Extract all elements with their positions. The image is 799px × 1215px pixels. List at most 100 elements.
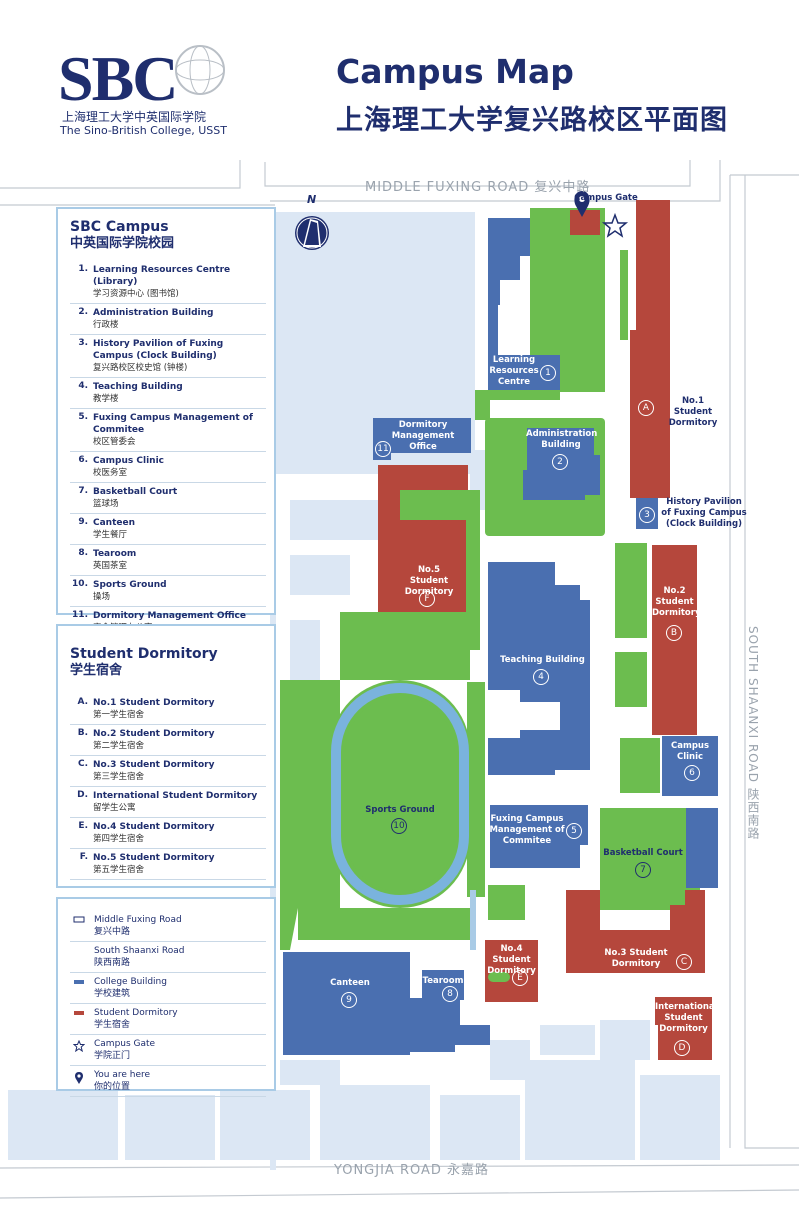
label-dorm-office: Dormitory Management Office — [391, 420, 455, 452]
item-label-cn: 教学楼 — [93, 394, 119, 404]
road-icon — [70, 914, 88, 938]
block — [125, 1095, 215, 1160]
item-text: Middle Fuxing Road 复兴中路 — [88, 914, 182, 938]
road-line — [264, 160, 691, 187]
marker-1: 1 — [540, 365, 556, 381]
road-line — [0, 160, 241, 189]
campus-panel: SBC Campus 中英国际学院校园 1.Learning Resources… — [56, 207, 276, 638]
block — [600, 1020, 650, 1060]
item-label-en: Campus Gate — [94, 1039, 156, 1049]
green-area — [615, 652, 647, 707]
road-label-east: SOUTH SHAANXI ROAD 陕西南路 — [746, 626, 760, 840]
item-label-en: No.2 Student Dormitory — [93, 729, 215, 739]
label-canteen: Canteen — [330, 978, 370, 988]
item-label-cn: 第三学生宿舍 — [93, 772, 145, 782]
item-text: No.3 Student Dormitory 第三学生宿舍 — [93, 759, 214, 783]
label-fuxing-management: Fuxing Campus Management of Commitee — [489, 814, 565, 846]
item-label-cn: 留学生公寓 — [93, 803, 136, 813]
item-label-cn: 英国茶室 — [93, 561, 128, 571]
road-label-north: MIDDLE FUXING ROAD 复兴中路 — [365, 180, 591, 195]
item-label-en: No.4 Student Dormitory — [93, 822, 215, 832]
building-canteen-ext — [410, 998, 490, 1052]
building-teaching — [488, 562, 590, 775]
campus-list: 1.Learning Resources Centre (Library)学习资… — [70, 261, 266, 638]
campus-gate-star-icon — [601, 212, 629, 238]
marker-e: E — [512, 970, 528, 986]
marker-a: A — [638, 400, 654, 416]
campus-panel-title-cn: 中英国际学院校园 — [70, 236, 175, 251]
building-clinic-ext — [686, 808, 718, 888]
marker-7: 7 — [635, 862, 651, 878]
dorm-no1 — [630, 200, 670, 498]
label-history-pavilion: History Pavilion of Fuxing Campus (Clock… — [661, 497, 747, 529]
dorm-panel-title-cn: 学生宿舍 — [70, 663, 123, 678]
item-number: 5. — [78, 412, 88, 422]
dorm-campus-gate — [570, 210, 600, 235]
item-label-cn: 操场 — [93, 592, 111, 602]
label-teaching: Teaching Building — [500, 655, 585, 665]
road-line — [270, 160, 721, 202]
label-campus-gate: Campus Gate — [574, 193, 638, 203]
you-are-here-pin-icon — [574, 191, 590, 217]
item-number: 6. — [78, 455, 88, 465]
item-label-en: Sports Ground — [93, 580, 167, 590]
item-text: History Pavilion of Fuxing Campus (Clock… — [93, 338, 266, 374]
item-number: 11. — [72, 610, 88, 620]
block — [220, 1090, 310, 1160]
marker-c: C — [676, 954, 692, 970]
legend-item: Middle Fuxing Road 复兴中路 — [70, 911, 266, 942]
page-title: Campus Map — [336, 52, 574, 91]
marker-5: 5 — [566, 823, 582, 839]
item-text: College Building 学校建筑 — [88, 976, 167, 1000]
road-lines — [0, 160, 799, 1199]
item-text: International Student Dormitory 留学生公寓 — [93, 790, 257, 814]
item-number: A. — [77, 697, 88, 707]
marker-9: 9 — [341, 992, 357, 1008]
green-area — [488, 885, 525, 920]
item-label-cn: 陕西南路 — [94, 958, 131, 968]
sports-ground — [330, 680, 476, 950]
marker-2: 2 — [552, 454, 568, 470]
item-label-cn: 第五学生宿舍 — [93, 865, 145, 875]
item-label-cn: 复兴路校区校史馆 (钟楼) — [93, 363, 188, 373]
item-label-en: Basketball Court — [93, 487, 178, 497]
marker-4: 4 — [533, 669, 549, 685]
label-administration: Administration Building — [526, 429, 598, 450]
green-area — [467, 682, 485, 897]
marker-d: D — [674, 1040, 690, 1056]
item-label-en: Middle Fuxing Road — [94, 915, 182, 925]
road-line — [0, 1164, 799, 1169]
item-label-en: Administration Building — [93, 308, 214, 318]
item-label-cn: 你的位置 — [94, 1082, 131, 1092]
item-label-en: International Student Dormitory — [93, 791, 258, 801]
item-label-cn: 第一学生宿舍 — [93, 710, 145, 720]
green-area — [298, 908, 470, 940]
page-subtitle: 上海理工大学复兴路校区平面图 — [336, 105, 728, 136]
item-label-cn: 学校建筑 — [94, 989, 131, 999]
item-label-cn: 复兴中路 — [94, 927, 131, 937]
dorm-no4-green — [488, 972, 510, 982]
item-label-en: Learning Resources Centre (Library) — [93, 265, 231, 287]
item-label-cn: 学生宿舍 — [94, 1020, 131, 1030]
block — [540, 1025, 595, 1055]
green-area — [466, 505, 480, 612]
item-label-en: College Building — [94, 977, 167, 987]
item-label-cn: 学习资源中心 (图书馆) — [93, 289, 179, 299]
item-label-en: History Pavilion of Fuxing Campus (Clock… — [93, 339, 224, 361]
item-label-en: No.3 Student Dormitory — [93, 760, 215, 770]
dorm-panel-title: Student Dormitory — [70, 646, 218, 662]
marker-b: B — [666, 625, 682, 641]
marker-6: 6 — [684, 765, 700, 781]
label-tearoom: Tearoom — [422, 976, 464, 986]
